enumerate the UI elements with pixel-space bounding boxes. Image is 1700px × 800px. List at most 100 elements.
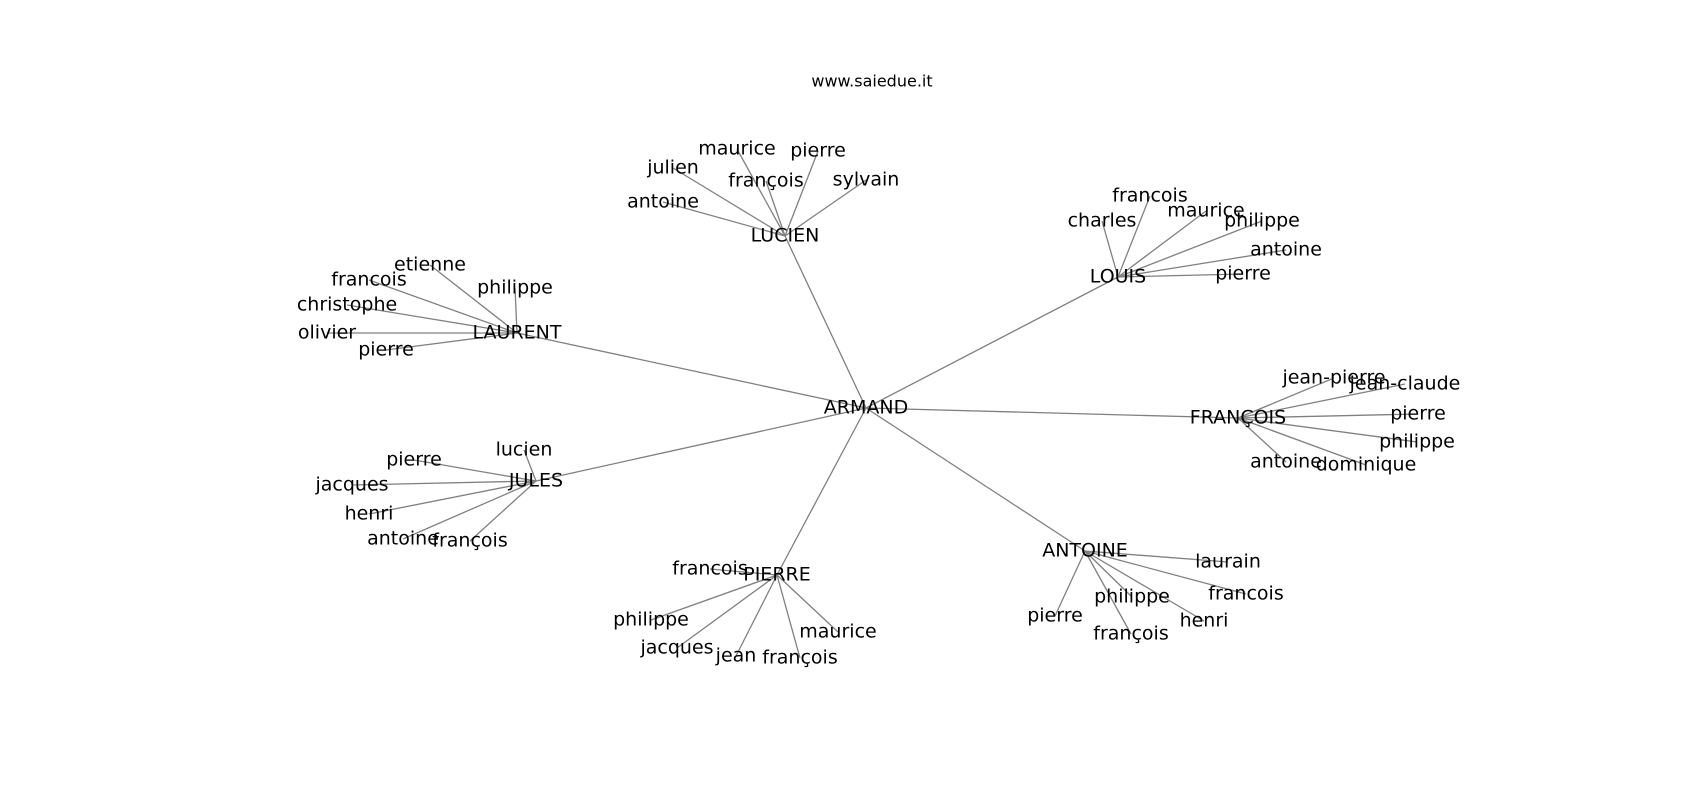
child-node-label: laurain bbox=[1195, 551, 1261, 573]
edge-hub-child bbox=[1237, 417, 1367, 466]
edge-hub-child bbox=[676, 574, 778, 649]
child-node-label: henri bbox=[1180, 610, 1229, 632]
hub-node-label: JULES bbox=[508, 470, 563, 492]
edge-hub-child bbox=[662, 201, 786, 237]
child-node-label: françois bbox=[1093, 623, 1168, 645]
edge-hub-child bbox=[1237, 413, 1419, 419]
hub-node-label: FRANÇOIS bbox=[1190, 407, 1286, 429]
child-node-label: françois bbox=[432, 530, 507, 552]
edge-hub-child bbox=[776, 574, 801, 659]
edge-hub-child bbox=[784, 150, 819, 237]
edge-hub-child bbox=[1117, 273, 1244, 278]
edge-hub-child bbox=[514, 287, 518, 334]
edge-hub-child bbox=[1117, 195, 1151, 278]
child-node-label: pierre bbox=[1027, 605, 1083, 627]
edge-layer bbox=[327, 148, 1419, 659]
child-node-label: francois bbox=[1112, 185, 1187, 207]
child-node-label: maurice bbox=[1167, 200, 1244, 222]
child-node-label: maurice bbox=[799, 621, 876, 643]
edge-hub-child bbox=[402, 480, 537, 540]
label-layer: ARMAND LUCIEN maurice pierre julien françois s… bbox=[297, 138, 1461, 669]
root-node-label: ARMAND bbox=[824, 397, 908, 419]
edge-hub-child bbox=[429, 264, 518, 334]
edge-hub-child bbox=[1101, 220, 1119, 278]
edge-hub-child bbox=[1054, 550, 1086, 617]
child-node-label: antoine bbox=[1250, 451, 1322, 473]
edge-hub-child bbox=[1084, 550, 1247, 595]
edge-hub-child bbox=[736, 148, 786, 237]
edge-hub-child bbox=[1237, 417, 1418, 443]
edge-root-hub bbox=[865, 276, 1119, 409]
child-node-label: dominique bbox=[1316, 454, 1417, 476]
child-node-label: etienne bbox=[394, 254, 466, 276]
edge-hub-child bbox=[1084, 550, 1132, 635]
edge-hub-child bbox=[765, 180, 786, 237]
edge-hub-child bbox=[368, 480, 537, 515]
child-node-label: henri bbox=[345, 503, 394, 525]
child-node-label: philippe bbox=[613, 609, 689, 631]
hub-node-label: LUCIEN bbox=[751, 225, 820, 247]
child-node-label: pierre bbox=[386, 449, 442, 471]
hub-node-label: LOUIS bbox=[1090, 266, 1146, 288]
edge-hub-child bbox=[650, 574, 778, 621]
child-node-label: olivier bbox=[298, 322, 356, 344]
edge-hub-child bbox=[1117, 249, 1287, 278]
child-node-label: antoine bbox=[1250, 239, 1322, 261]
diagram-title: www.saiedue.it bbox=[811, 72, 932, 91]
edge-hub-child bbox=[523, 449, 537, 482]
edge-hub-child bbox=[1084, 550, 1229, 563]
edge-root-hub bbox=[784, 235, 867, 409]
child-node-label: jacques bbox=[314, 474, 388, 496]
edge-hub-child bbox=[1084, 550, 1205, 622]
child-node-label: pierre bbox=[1390, 403, 1446, 425]
child-node-label: francois bbox=[1208, 583, 1283, 605]
edge-hub-child bbox=[1117, 220, 1263, 278]
edge-root-hub bbox=[535, 407, 867, 482]
child-node-label: antoine bbox=[627, 191, 699, 213]
child-node-label: maurice bbox=[698, 138, 775, 160]
edge-hub-child bbox=[385, 332, 518, 351]
child-node-label: philippe bbox=[1224, 210, 1300, 232]
child-node-label: julien bbox=[646, 157, 699, 179]
edge-hub-child bbox=[776, 574, 839, 633]
edge-hub-child bbox=[1237, 383, 1406, 419]
edge-hub-child bbox=[735, 574, 778, 657]
child-node-label: francois bbox=[331, 269, 406, 291]
edge-hub-child bbox=[784, 179, 867, 237]
child-node-label: jean bbox=[715, 645, 757, 667]
child-node-label: francois bbox=[672, 558, 747, 580]
child-node-label: jacques bbox=[639, 637, 713, 659]
child-node-label: pierre bbox=[1215, 263, 1271, 285]
edge-hub-child bbox=[1117, 210, 1207, 278]
edge-hub-child bbox=[709, 568, 778, 576]
edge-root-hub bbox=[865, 407, 1086, 552]
hub-node-label: PIERRE bbox=[743, 564, 810, 586]
child-node-label: pierre bbox=[358, 339, 414, 361]
child-node-label: lucien bbox=[496, 439, 553, 461]
edge-root-hub bbox=[865, 407, 1239, 419]
child-node-label: philippe bbox=[477, 277, 553, 299]
child-node-label: philippe bbox=[1379, 431, 1455, 453]
edge-hub-child bbox=[351, 480, 537, 486]
child-node-label: antoine bbox=[367, 528, 439, 550]
child-node-label: sylvain bbox=[833, 169, 900, 191]
edge-root-hub bbox=[776, 407, 867, 576]
child-node-label: pierre bbox=[790, 140, 846, 162]
child-node-label: françois bbox=[728, 170, 803, 192]
edge-root-hub bbox=[516, 332, 867, 409]
child-node-label: charles bbox=[1068, 210, 1137, 232]
edge-hub-child bbox=[672, 167, 786, 237]
edge-hub-child bbox=[1084, 550, 1133, 598]
hub-node-label: ANTOINE bbox=[1042, 540, 1128, 562]
child-node-label: philippe bbox=[1094, 586, 1170, 608]
hub-node-label: LAURENT bbox=[473, 322, 562, 344]
edge-hub-child bbox=[469, 480, 537, 542]
child-node-label: jean-pierre bbox=[1281, 367, 1385, 389]
edge-hub-child bbox=[1237, 377, 1335, 419]
child-node-label: christophe bbox=[297, 294, 397, 316]
child-node-label: jean-claude bbox=[1349, 373, 1461, 395]
edge-hub-child bbox=[413, 459, 537, 482]
edge-hub-child bbox=[346, 304, 518, 334]
child-node-label: françois bbox=[762, 647, 837, 669]
edge-hub-child bbox=[1237, 417, 1287, 463]
